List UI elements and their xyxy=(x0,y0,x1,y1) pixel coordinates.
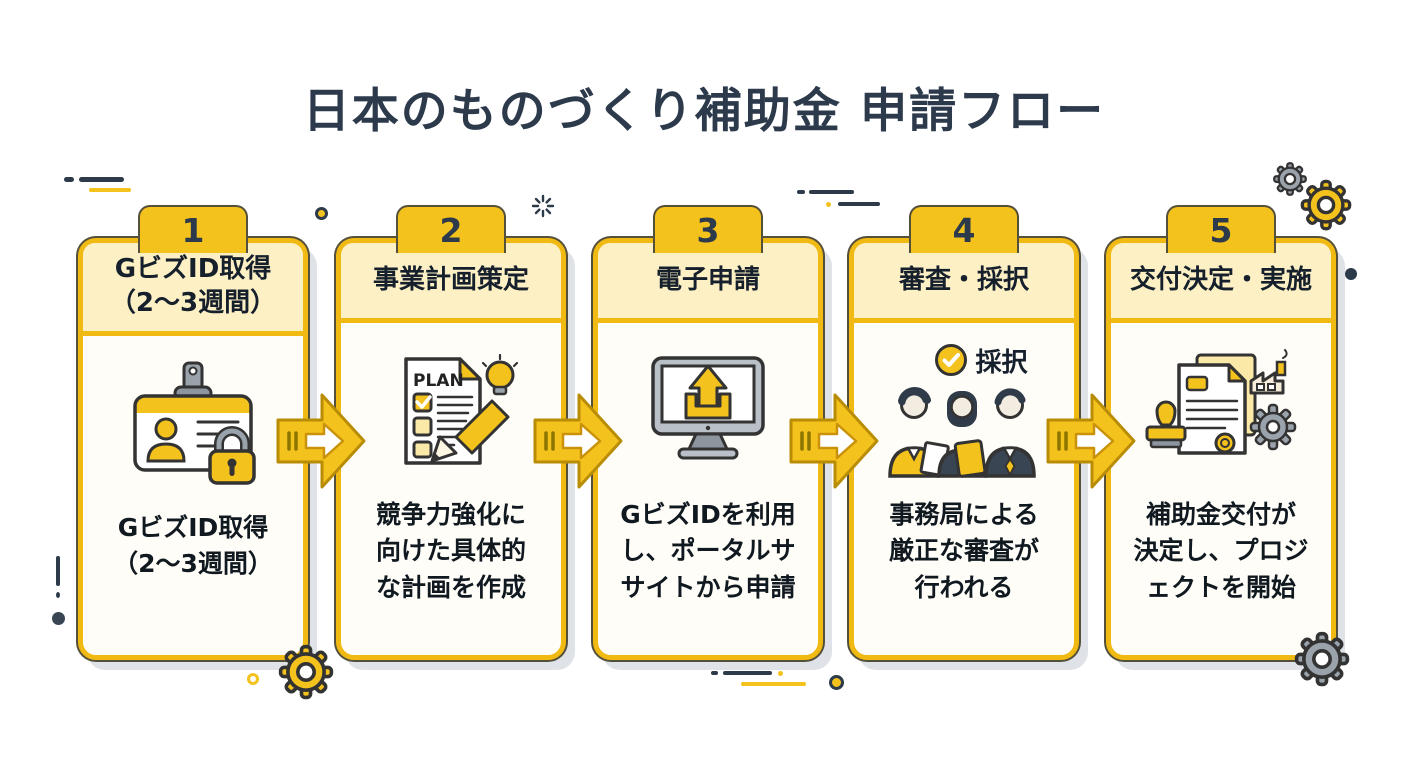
id-card-lock-icon xyxy=(133,361,256,485)
step-number-tab: 4 xyxy=(909,205,1019,253)
step-description: 事務局による 厳正な審査が 行われる xyxy=(888,500,1039,602)
dash-decoration xyxy=(56,556,60,586)
step-card-2: 2 事業計画策定 PLAN xyxy=(336,205,566,660)
check-circle-icon xyxy=(935,344,968,376)
dash-decoration xyxy=(711,671,718,675)
step-number: 3 xyxy=(696,210,720,250)
dot-decoration xyxy=(56,592,60,598)
step-header: 審査・採択 xyxy=(854,243,1074,323)
step-header: GビズID取得 （2〜3週間） xyxy=(83,243,303,336)
step-number: 4 xyxy=(952,210,976,250)
step-title: 事業計画策定 xyxy=(372,264,529,295)
dash-decoration xyxy=(89,188,131,192)
dash-decoration xyxy=(838,202,880,206)
gear-icon-gray xyxy=(1273,162,1307,196)
step-number-tab: 5 xyxy=(1166,205,1276,253)
step-description: 補助金交付が 決定し、プロジ ェクトを開始 xyxy=(1133,500,1309,602)
flow-arrow-icon xyxy=(533,393,623,489)
step-header: 電子申請 xyxy=(598,243,818,323)
gear-icon-yellow xyxy=(1300,179,1352,231)
dash-decoration xyxy=(797,190,805,194)
step-title: 交付決定・実施 xyxy=(1129,264,1312,295)
dot-decoration xyxy=(52,612,65,625)
page-title: 日本のものづくり補助金 申請フロー xyxy=(302,84,1106,139)
dot-decoration xyxy=(1345,268,1357,280)
step-number-tab: 3 xyxy=(653,205,763,253)
step-description: 競争力強化に 向けた具体的 な計画を作成 xyxy=(375,500,526,602)
step-card-4: 4 審査・採択 採択 xyxy=(849,205,1079,660)
step-card-5: 5 交付決定・実施 xyxy=(1106,205,1336,660)
flow-arrow-icon xyxy=(789,393,879,489)
dot-decoration xyxy=(315,207,328,220)
step-title-sub: （2〜3週間） xyxy=(109,287,277,318)
dash-decoration xyxy=(723,671,772,675)
review-committee-icon xyxy=(888,386,1036,478)
business-plan-icon: PLAN xyxy=(404,353,519,465)
svg-text:PLAN: PLAN xyxy=(413,371,464,391)
step-title: GビズID取得 xyxy=(114,254,272,284)
step-number-tab: 1 xyxy=(138,205,248,253)
step-card-3: 3 電子申請 GビズIDを利用 し、ポータルサ サイトから申請 xyxy=(593,205,823,660)
step-number: 2 xyxy=(439,210,463,250)
dot-decoration xyxy=(778,671,783,676)
dash-decoration xyxy=(809,190,854,194)
step-title: 審査・採択 xyxy=(898,264,1029,295)
gear-icon-gray-bottom xyxy=(1294,631,1350,687)
step-number-tab: 2 xyxy=(396,205,506,253)
dash-decoration xyxy=(64,177,74,182)
gear-icon-yellow-bottom xyxy=(278,644,334,700)
grant-documents-icon xyxy=(1145,349,1297,455)
computer-upload-icon xyxy=(651,356,765,460)
step-title: 電子申請 xyxy=(655,264,760,295)
adopted-badge-label: 採択 xyxy=(975,347,1028,378)
dot-decoration xyxy=(829,675,844,690)
flow-arrow-icon xyxy=(1046,393,1136,489)
ring-decoration xyxy=(247,673,259,685)
flow-arrow-icon xyxy=(276,393,366,489)
step-header: 事業計画策定 xyxy=(341,243,561,323)
dash-decoration xyxy=(741,682,806,686)
dash-decoration xyxy=(79,177,124,182)
step-number: 1 xyxy=(181,210,205,250)
step-card-1: 1 GビズID取得 （2〜3週間） xyxy=(78,205,308,660)
sparkle-icon xyxy=(531,194,555,218)
step-header: 交付決定・実施 xyxy=(1111,243,1331,323)
step-description: GビズID取得 （2〜3週間） xyxy=(113,512,273,578)
adopted-badge: 採択 xyxy=(934,342,1028,379)
step-description: GビズIDを利用 し、ポータルサ サイトから申請 xyxy=(620,500,796,602)
step-number: 5 xyxy=(1209,210,1233,250)
dot-decoration xyxy=(826,202,831,207)
